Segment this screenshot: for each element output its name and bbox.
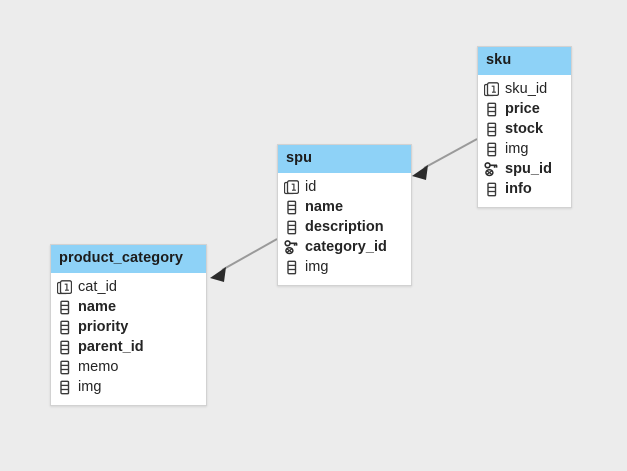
attribute-row-name[interactable]: name	[284, 198, 405, 218]
column-icon	[60, 300, 70, 315]
foreign-key-icon	[484, 162, 498, 177]
primary-key-icon	[57, 280, 72, 295]
attribute-name: img	[305, 259, 329, 276]
attribute-row-img[interactable]: img	[284, 258, 405, 278]
attribute-name: price	[505, 101, 540, 118]
relationship-line	[221, 238, 278, 271]
column-icon	[287, 220, 297, 235]
attribute-name: memo	[78, 359, 119, 376]
column-icon	[60, 320, 70, 335]
column-icon	[60, 340, 70, 355]
attribute-row-spu_id[interactable]: spu_id	[484, 160, 565, 180]
relationship-line	[423, 138, 478, 169]
attribute-name: cat_id	[78, 279, 117, 296]
attribute-name: img	[505, 141, 529, 158]
attribute-row-img[interactable]: img	[57, 378, 200, 398]
attribute-name: sku_id	[505, 81, 548, 98]
entity-attribute-list: cat_id name priority	[51, 273, 206, 405]
attribute-name: img	[78, 379, 102, 396]
primary-key-icon	[284, 180, 299, 195]
entity-attribute-list: id name description	[278, 173, 411, 285]
attribute-row-description[interactable]: description	[284, 218, 405, 238]
attribute-row-img[interactable]: img	[484, 140, 565, 160]
column-icon	[287, 200, 297, 215]
relationship-arrowhead	[210, 267, 226, 282]
attribute-row-price[interactable]: price	[484, 100, 565, 120]
relationship-sku-to-spu[interactable]	[412, 138, 478, 180]
attribute-row-memo[interactable]: memo	[57, 358, 200, 378]
entity-product-category[interactable]: product_category cat_id name	[50, 244, 207, 406]
attribute-name: info	[505, 181, 532, 198]
attribute-name: description	[305, 219, 384, 236]
attribute-name: stock	[505, 121, 544, 138]
entity-title: spu	[278, 145, 411, 173]
relationship-spu-to-product-category[interactable]	[210, 238, 278, 282]
entity-title: product_category	[51, 245, 206, 273]
attribute-row-parent_id[interactable]: parent_id	[57, 338, 200, 358]
foreign-key-icon	[284, 240, 298, 255]
column-icon	[487, 122, 497, 137]
entity-spu[interactable]: spu id name	[277, 144, 412, 286]
column-icon	[487, 142, 497, 157]
column-icon	[60, 360, 70, 375]
attribute-row-name[interactable]: name	[57, 298, 200, 318]
entity-attribute-list: sku_id price stock	[478, 75, 571, 207]
primary-key-icon	[484, 82, 499, 97]
attribute-row-info[interactable]: info	[484, 180, 565, 200]
attribute-name: name	[78, 299, 117, 316]
attribute-row-cat_id[interactable]: cat_id	[57, 278, 200, 298]
attribute-row-id[interactable]: id	[284, 178, 405, 198]
attribute-row-sku_id[interactable]: sku_id	[484, 80, 565, 100]
attribute-name: priority	[78, 319, 129, 336]
attribute-name: id	[305, 179, 317, 196]
column-icon	[287, 260, 297, 275]
attribute-row-category_id[interactable]: category_id	[284, 238, 405, 258]
attribute-name: name	[305, 199, 344, 216]
entity-sku[interactable]: sku sku_id price	[477, 46, 572, 208]
attribute-name: parent_id	[78, 339, 144, 356]
relationship-arrowhead	[412, 165, 428, 180]
column-icon	[487, 182, 497, 197]
entity-title: sku	[478, 47, 571, 75]
attribute-name: category_id	[305, 239, 387, 256]
attribute-row-priority[interactable]: priority	[57, 318, 200, 338]
column-icon	[60, 380, 70, 395]
attribute-name: spu_id	[505, 161, 553, 178]
column-icon	[487, 102, 497, 117]
attribute-row-stock[interactable]: stock	[484, 120, 565, 140]
